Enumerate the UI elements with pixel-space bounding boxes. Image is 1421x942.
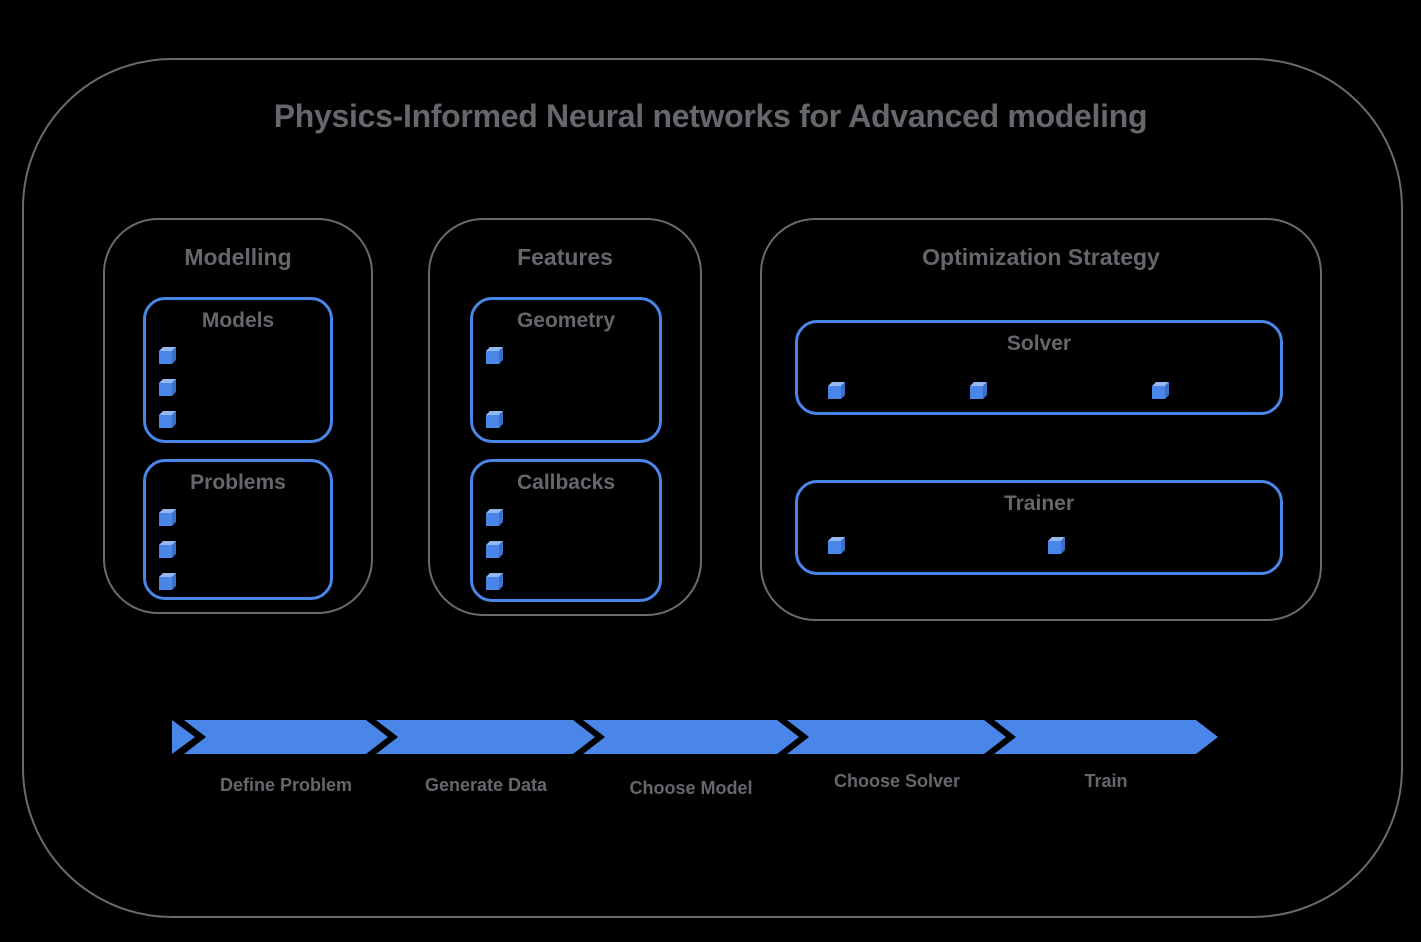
section-title: Modelling (184, 244, 292, 270)
page-title: Physics-Informed Neural networks for Adv… (273, 98, 1148, 134)
box-title: Trainer (1003, 492, 1075, 515)
cube-icon (1048, 541, 1061, 554)
cube-icon (159, 415, 172, 428)
cube-icon (159, 351, 172, 364)
section-features: Features Geometry Callbacks (428, 218, 702, 616)
cube-icon (486, 577, 499, 590)
bullet-list (798, 541, 1280, 558)
bullet-list (159, 351, 172, 428)
box-models: Models (143, 297, 333, 443)
cube-icon (970, 386, 983, 399)
cube-icon (828, 386, 841, 399)
flow-step-label: Define Problem (219, 775, 353, 795)
cube-icon (828, 541, 841, 554)
box-title: Solver (1006, 332, 1072, 355)
bullet-list (486, 351, 499, 428)
cube-icon (486, 513, 499, 526)
cube-icon (486, 545, 499, 558)
flow-step-label: Choose Solver (833, 771, 961, 791)
bullet-list (159, 513, 172, 590)
flow-step-label: Generate Data (424, 775, 548, 795)
cube-icon (159, 383, 172, 396)
cube-icon (159, 513, 172, 526)
cube-icon (486, 415, 499, 428)
box-problems: Problems (143, 459, 333, 600)
section-modelling: Modelling Models Problems (103, 218, 373, 614)
cube-icon (1152, 386, 1165, 399)
section-title: Features (517, 244, 613, 270)
box-title: Models (201, 309, 275, 332)
box-solver: Solver (795, 320, 1283, 415)
box-geometry: Geometry (470, 297, 662, 443)
section-title: Optimization Strategy (922, 244, 1160, 270)
flow-arrow-segment-4 (787, 720, 1006, 754)
bullet-list (486, 513, 499, 590)
flow-arrow-segment-1 (184, 720, 388, 754)
flow-step-label: Train (1084, 771, 1128, 791)
box-title: Problems (190, 471, 286, 494)
outer-frame (22, 58, 1403, 918)
flow-arrow-segment-5 (994, 720, 1218, 754)
flow-arrow-segment-2 (376, 720, 595, 754)
box-title: Geometry (516, 309, 616, 332)
box-title: Callbacks (516, 471, 616, 494)
flow-step-label: Choose Model (629, 778, 753, 798)
cube-icon (159, 545, 172, 558)
cube-icon (159, 577, 172, 590)
bullet-list (798, 386, 1280, 403)
flow-arrow-segment-3 (583, 720, 799, 754)
box-callbacks: Callbacks (470, 459, 662, 602)
box-trainer: Trainer (795, 480, 1283, 575)
section-optimization-strategy: Optimization Strategy Solver Trainer (760, 218, 1322, 621)
cube-icon (486, 351, 499, 364)
